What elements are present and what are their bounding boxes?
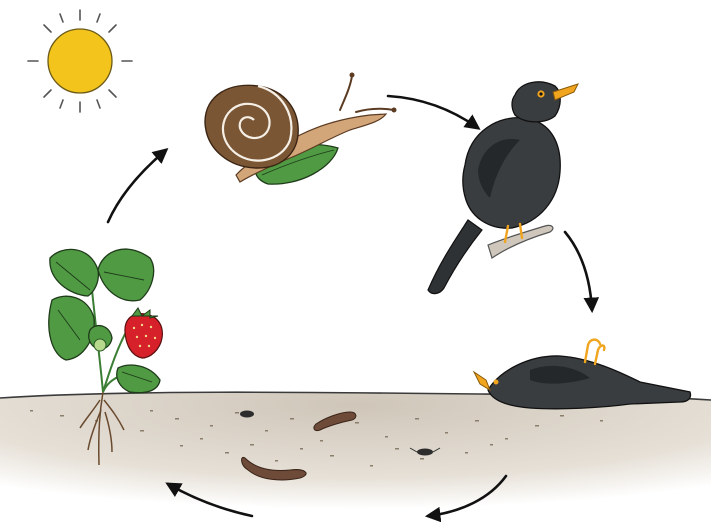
arrow-blackbird-to-dead-blackbird: [565, 232, 592, 310]
snail-shell: [205, 85, 298, 168]
sun: [28, 10, 132, 112]
soil: [0, 392, 711, 522]
dead-blackbird: [474, 340, 691, 409]
beetle: [240, 411, 254, 418]
beetle: [417, 449, 433, 456]
arrow-plant-to-snail: [108, 150, 166, 222]
blackbird: [428, 82, 578, 294]
arrow-snail-to-blackbird: [388, 96, 478, 128]
snail: [205, 73, 397, 185]
